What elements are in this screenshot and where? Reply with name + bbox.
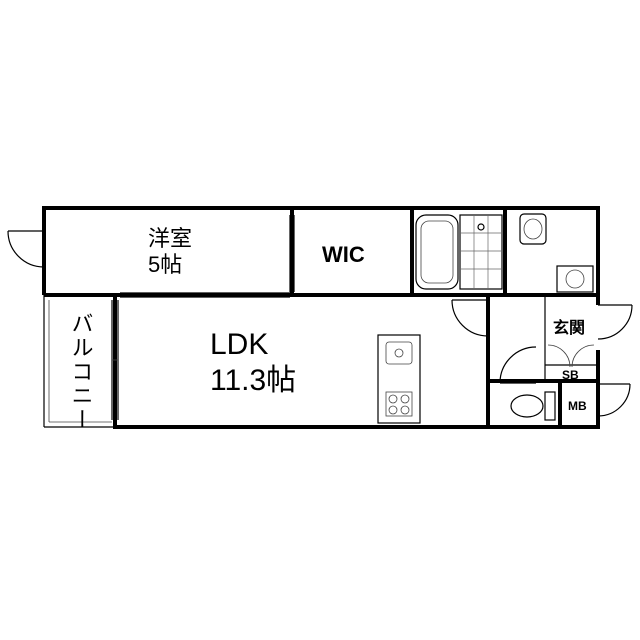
bathtub	[415, 214, 459, 290]
washbasin	[519, 213, 547, 245]
door-swing-entrance-inner	[547, 344, 595, 368]
door-swing-western	[7, 230, 45, 268]
bathroom-tiles	[459, 214, 503, 290]
washing-machine	[556, 265, 594, 293]
balcony-label: バルコニー	[69, 312, 94, 432]
mb-label: MB	[568, 399, 587, 413]
ldk-name: LDK	[210, 328, 268, 361]
ldk-size: 11.3帖	[210, 364, 296, 397]
sliding-door-wic	[289, 215, 295, 292]
wic-label: WIC	[322, 242, 365, 267]
door-swing-toilet	[499, 346, 537, 384]
interior-walls	[115, 208, 598, 427]
window-balcony-sash	[111, 300, 119, 420]
entrance-label: 玄関	[553, 318, 585, 337]
sliding-door-western	[120, 292, 290, 298]
balcony-outline	[43, 295, 115, 428]
western-room-name: 洋室	[148, 226, 192, 251]
toilet	[510, 391, 556, 421]
sb-label: SB	[562, 368, 579, 382]
outer-walls	[42, 206, 600, 429]
western-room-size: 5帖	[148, 252, 182, 277]
kitchen-counter	[377, 334, 421, 424]
door-swing-corridor	[451, 299, 489, 337]
door-swing-entrance	[597, 304, 633, 417]
